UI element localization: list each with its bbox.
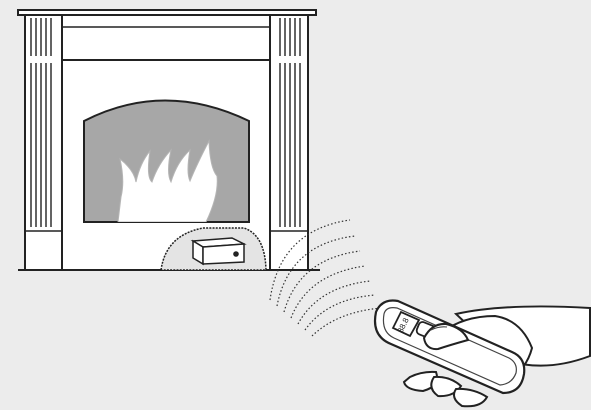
receiver-icon xyxy=(193,238,244,264)
fireplace-icon xyxy=(18,10,316,270)
signal-wave-5 xyxy=(298,281,370,324)
signal-wave-7 xyxy=(312,308,381,336)
signal-wave-6 xyxy=(305,295,375,330)
mantel-header xyxy=(25,15,308,60)
signal-wave-4 xyxy=(291,266,365,318)
finger-3 xyxy=(454,389,487,406)
remote-control-icon: 88.8 xyxy=(375,300,590,406)
receiver-sensor xyxy=(233,251,239,257)
